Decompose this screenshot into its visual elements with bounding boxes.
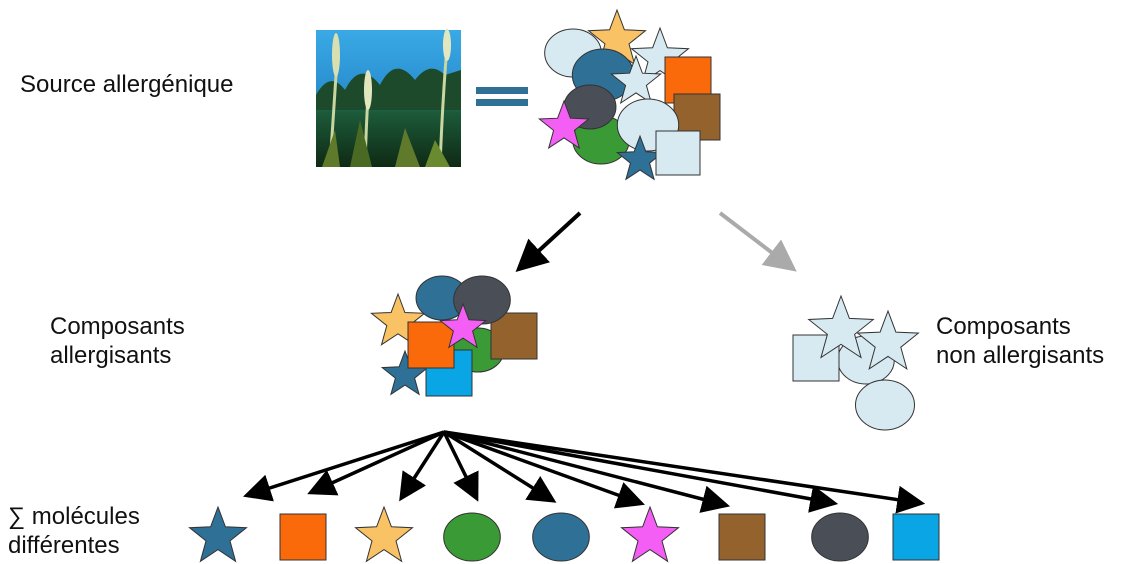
magenta-star [537,99,591,150]
fan-arrow-8 [443,430,839,513]
light-blue-star [609,54,663,105]
fan-arrow-6 [443,430,645,509]
label-non-allergenic: Composants non allergisants [936,312,1104,370]
fan-arrow-1 [243,430,445,502]
fan-arrow-4 [442,431,479,502]
light-blue-ellipse [855,379,915,431]
label-source: Source allergénique [20,71,234,98]
molecule-4-ellipse [443,512,501,562]
label-non-allergenic-line2: non allergisants [936,342,1105,369]
label-molecules-line2: différentes [8,532,120,559]
gold-star [370,292,426,346]
molecule-7-square [718,513,766,561]
molecule-9-square [892,513,940,561]
fan-arrow-5 [443,430,557,503]
arrow-to-non-allergenic [718,211,797,272]
grass-photo [316,29,461,168]
label-allergenic: Composants allergisants [50,312,185,370]
fan-arrow-9 [443,430,926,514]
molecule-1-star [188,505,248,563]
light-blue-star [807,294,875,359]
molecule-2-square [279,513,327,561]
non-allergenic-cluster [792,294,920,431]
light-blue-star [856,309,920,371]
fan-arrows [243,430,926,514]
molecule-8-ellipse [811,512,869,562]
molecule-5-ellipse [532,512,590,562]
source-cluster [537,8,721,181]
fan-arrow-3 [399,431,446,502]
label-molecules: ∑ molécules différentes [8,502,140,560]
light-blue-square [655,130,701,176]
equals-sign [476,87,528,106]
molecule-6-star [620,505,680,563]
fan-arrow-2 [307,430,445,496]
orange-square [407,321,455,369]
molecule-3-star [354,505,414,563]
light-blue-star [630,26,690,84]
brown-square [490,312,538,360]
molecule-row [188,505,940,563]
label-non-allergenic-line1: Composants [936,313,1071,340]
fan-arrow-7 [443,430,731,513]
label-allergenic-line1: Composants [50,313,185,340]
arrow-to-allergenic [515,211,582,273]
magenta-star [438,302,488,349]
label-allergenic-line2: allergisants [50,342,172,369]
label-molecules-line1: ∑ molécules [8,503,140,530]
allergenic-cluster [370,275,538,397]
